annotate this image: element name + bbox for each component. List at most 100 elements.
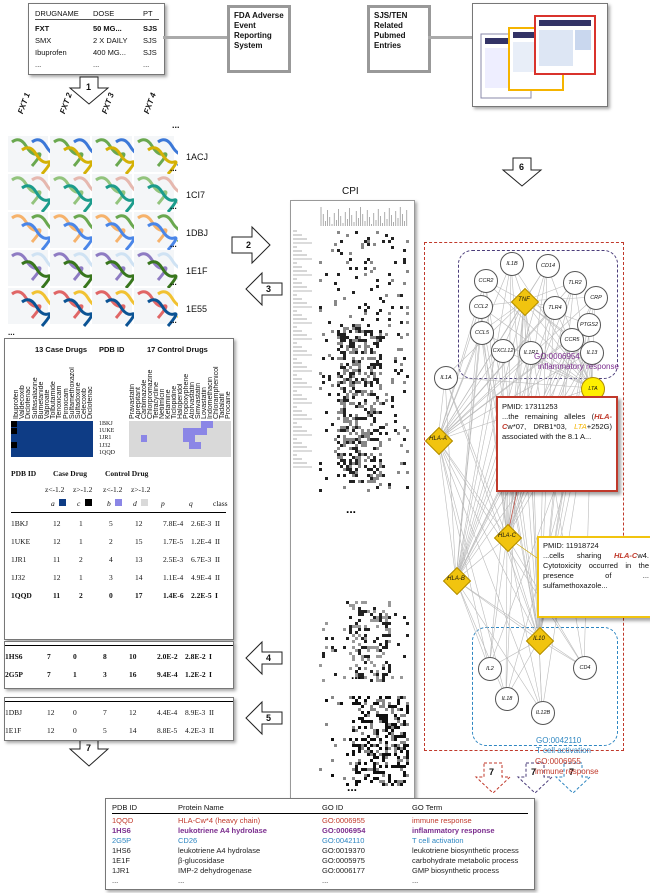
- cpi-cell: [361, 339, 364, 342]
- cpi-cell: [382, 702, 385, 705]
- cpi-cell: [373, 768, 376, 771]
- cpi-cell: [379, 649, 382, 652]
- cpi-cell: [403, 723, 406, 726]
- cpi-cell: [400, 732, 403, 735]
- cpi-cell: [361, 378, 364, 381]
- cpi-cell: [385, 673, 388, 676]
- cpi-cell: [325, 723, 328, 726]
- protein-structure-icon: [50, 250, 104, 289]
- cpi-cell: [343, 297, 346, 300]
- control-heatmap-cell: [195, 428, 201, 435]
- cpi-cell: [340, 399, 343, 402]
- cpi-cell: [370, 720, 373, 723]
- cpi-cell: [397, 702, 400, 705]
- stats-h-pdb: PDB ID: [11, 469, 37, 478]
- cpi-cell: [346, 601, 349, 604]
- cpi-cell: [403, 744, 406, 747]
- stats-cell: 1DBJ: [5, 708, 23, 717]
- cpi-cell: [385, 393, 388, 396]
- cpi-cell: [376, 771, 379, 774]
- cpi-cell: [397, 762, 400, 765]
- cpi-cell: [394, 429, 397, 432]
- cpi-cell: [343, 405, 346, 408]
- stats-cell: 12: [47, 726, 55, 735]
- cpi-cell: [367, 393, 370, 396]
- cpi-cell: [385, 696, 388, 699]
- network-edge: [437, 331, 482, 441]
- cpi-cell: [370, 661, 373, 664]
- go-h-goterm: GO Term: [412, 803, 443, 812]
- cpi-cell: [376, 312, 379, 315]
- cpi-cell: [400, 750, 403, 753]
- go-h-protein: Protein Name: [178, 803, 224, 812]
- cpi-cell: [352, 646, 355, 649]
- cpi-cell: [340, 252, 343, 255]
- protein-structure-icon: [134, 212, 188, 251]
- cpi-cell: [367, 696, 370, 699]
- cpi-cell: [370, 480, 373, 483]
- control-heatmap-cell: [201, 428, 207, 435]
- cpi-cell: [343, 378, 346, 381]
- network-edge: [437, 439, 585, 668]
- gene-node: IL1B: [500, 252, 524, 276]
- cpi-cell: [355, 474, 358, 477]
- cpi-cell: [385, 333, 388, 336]
- cpi-cell: [355, 324, 358, 327]
- cpi-cell: [334, 282, 337, 285]
- cpi-cell: [367, 658, 370, 661]
- cpi-cell: [340, 339, 343, 342]
- stats-legend-swatch: [141, 499, 148, 506]
- cpi-cell: [379, 444, 382, 447]
- cpi-cell: [379, 765, 382, 768]
- cpi-cell: [379, 372, 382, 375]
- arrow-7-blue-label: 7: [569, 767, 575, 777]
- cpi-cell: [361, 429, 364, 432]
- drug-cell: SJS: [143, 24, 158, 33]
- cpi-cell: [340, 702, 343, 705]
- cpi-cell: [364, 655, 367, 658]
- cpi-cell: [349, 252, 352, 255]
- stats-cell: 2G5P: [5, 670, 23, 679]
- cpi-cell: [343, 354, 346, 357]
- cpi-cell: [355, 768, 358, 771]
- cpi-cell: [367, 646, 370, 649]
- pubmed-box: SJS/TEN Related Pubmed Entries: [367, 5, 431, 73]
- case-title: 13 Case Drugs: [35, 345, 88, 354]
- cpi-cell: [379, 720, 382, 723]
- cpi-cell: [388, 667, 391, 670]
- gene-node-label: TNF: [518, 297, 530, 303]
- cpi-cell: [373, 342, 376, 345]
- cpi-cell: [355, 649, 358, 652]
- cpi-cell: [373, 640, 376, 643]
- cpi-cell: [397, 294, 400, 297]
- network-edge: [455, 536, 508, 581]
- cpi-cell: [355, 336, 358, 339]
- cpi-cell: [376, 729, 379, 732]
- cpi-cell: [388, 282, 391, 285]
- cpi-cell: [358, 726, 361, 729]
- gene-node: IL2: [478, 657, 502, 681]
- cpi-cell: [352, 702, 355, 705]
- gene-node-label: IL10: [533, 636, 545, 642]
- cpi-cell: [391, 399, 394, 402]
- pdb-row-label: 1DBJ: [186, 228, 209, 238]
- network-edge: [510, 262, 593, 389]
- cpi-cell: [388, 670, 391, 673]
- stats-cell: 16: [129, 670, 137, 679]
- control-heatmap-cell: [195, 442, 201, 449]
- stats-cell: 5: [109, 519, 113, 528]
- cpi-cell: [376, 702, 379, 705]
- cpi-cell: [358, 339, 361, 342]
- cpi-cell: [376, 279, 379, 282]
- cpi-cell: [373, 762, 376, 765]
- cpi-cell: [364, 601, 367, 604]
- cpi-cell: [349, 378, 352, 381]
- protein-structure-icon: [8, 174, 62, 213]
- cpi-cell: [343, 357, 346, 360]
- network-edge: [455, 579, 543, 713]
- cpi-cell: [355, 601, 358, 604]
- cpi-cell: [373, 480, 376, 483]
- cpi-cell: [370, 261, 373, 264]
- cpi-cell: [367, 411, 370, 414]
- cpi-cell: [319, 664, 322, 667]
